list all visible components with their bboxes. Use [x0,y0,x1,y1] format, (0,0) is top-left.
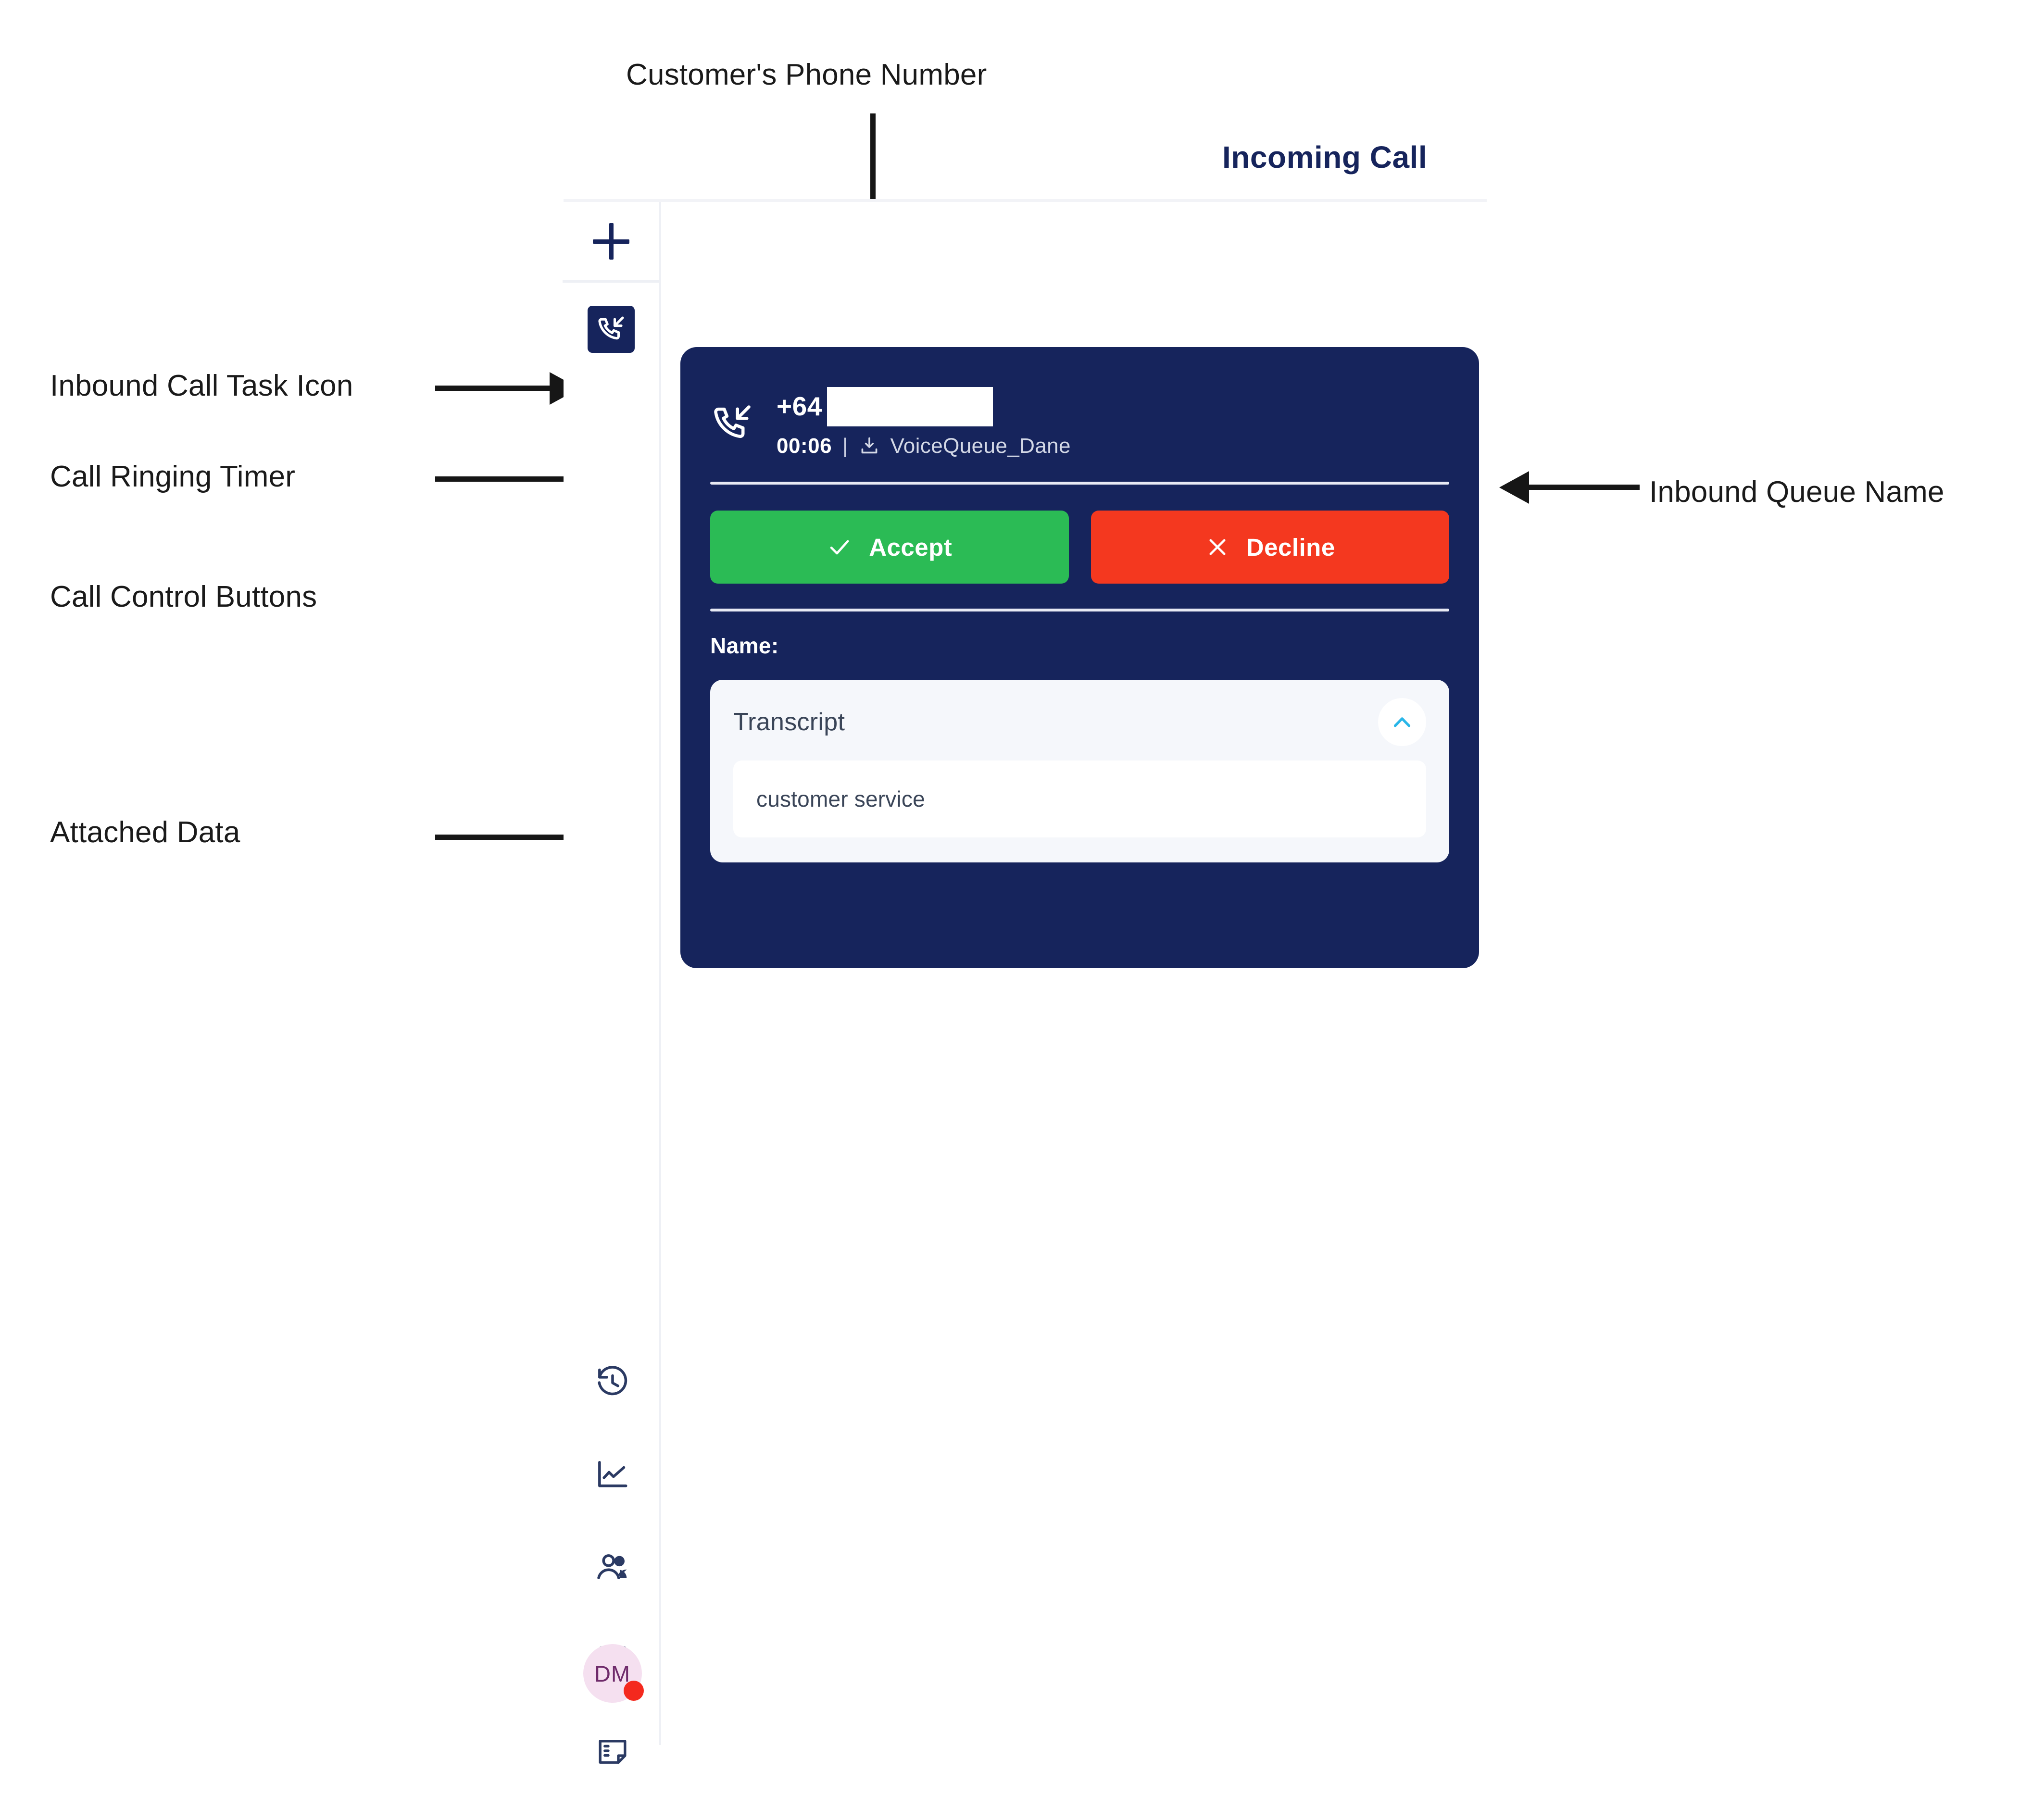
inbound-queue-icon [862,437,878,454]
inbound-call-icon [714,405,751,438]
sidebar-nav [564,1336,661,1798]
sidebar: DM [562,202,661,1764]
history-icon [597,1366,627,1396]
sidebar-item-notes[interactable] [564,1706,661,1798]
sidebar-item-analytics[interactable] [564,1429,661,1521]
card-divider-top [710,482,1449,485]
avatar-container[interactable]: DM [564,1644,661,1703]
close-icon [1209,539,1226,555]
transcript-value: customer service [756,786,925,811]
caller-phone-number: +64 [777,387,1449,426]
card-divider-bottom [710,609,1449,611]
app-top-divider [564,199,1487,202]
inbound-queue-name: VoiceQueue_Dane [890,434,1071,458]
inbound-call-icon [598,316,624,340]
transcript-panel: Transcript customer service [710,680,1449,862]
main-panel: +64 00:06 | VoiceQueue_Dane [664,202,1487,1745]
transcript-collapse-button[interactable] [1378,698,1426,746]
annotation-label-customers-phone-number: Customer's Phone Number [626,58,987,91]
plus-icon [593,223,629,260]
annotation-label-call-ringing-timer: Call Ringing Timer [50,460,296,493]
caller-row: +64 00:06 | VoiceQueue_Dane [710,378,1449,469]
new-task-button[interactable] [562,202,660,283]
page-title: Incoming Call [1222,140,1428,175]
caller-phone-number-text: +64 [777,391,822,421]
avatar-initials: DM [594,1660,631,1686]
phone-number-redaction [827,387,993,426]
annotation-arrow-line-attached-data [435,835,627,840]
analytics-icon [598,1461,627,1487]
caller-details: +64 00:06 | VoiceQueue_Dane [777,387,1449,458]
contacts-icon [597,1554,627,1579]
avatar[interactable]: DM [583,1644,644,1703]
app-frame: DM +64 [562,199,1487,1764]
accept-button[interactable]: Accept [710,511,1069,584]
chevron-up-icon [1393,717,1411,727]
check-icon [830,540,849,555]
meta-separator: | [842,434,848,458]
call-ringing-timer: 00:06 [777,434,832,458]
accept-button-label: Accept [869,533,953,561]
annotation-label-inbound-call-task-icon: Inbound Call Task Icon [50,369,353,402]
call-meta-row: 00:06 | VoiceQueue_Dane [777,434,1449,458]
annotation-label-call-control-buttons: Call Control Buttons [50,580,317,613]
annotation-arrow-line-inbound-call-task-icon [435,386,551,391]
transcript-header: Transcript [733,698,1426,746]
annotation-label-inbound-queue-name: Inbound Queue Name [1649,475,1944,509]
incoming-call-card: +64 00:06 | VoiceQueue_Dane [680,347,1479,968]
notes-icon [599,1740,626,1764]
annotation-arrow-head-inbound-queue-name [1499,471,1529,504]
annotation-label-attached-data: Attached Data [50,816,240,849]
annotation-arrow-line-inbound-queue-name [1529,485,1640,490]
annotation-arrow-line-call-ringing-timer [435,476,627,482]
transcript-value-box: customer service [733,761,1426,837]
call-control-buttons: Accept Decline [710,511,1449,584]
decline-button[interactable]: Decline [1091,511,1449,584]
sidebar-item-contacts[interactable] [564,1521,661,1613]
transcript-title: Transcript [733,708,845,736]
sidebar-item-history[interactable] [564,1336,661,1429]
status-badge [623,1681,644,1701]
sidebar-item-inbound-call-task[interactable] [588,306,635,353]
attached-data-label: Name: [710,633,779,658]
decline-button-label: Decline [1246,533,1335,561]
